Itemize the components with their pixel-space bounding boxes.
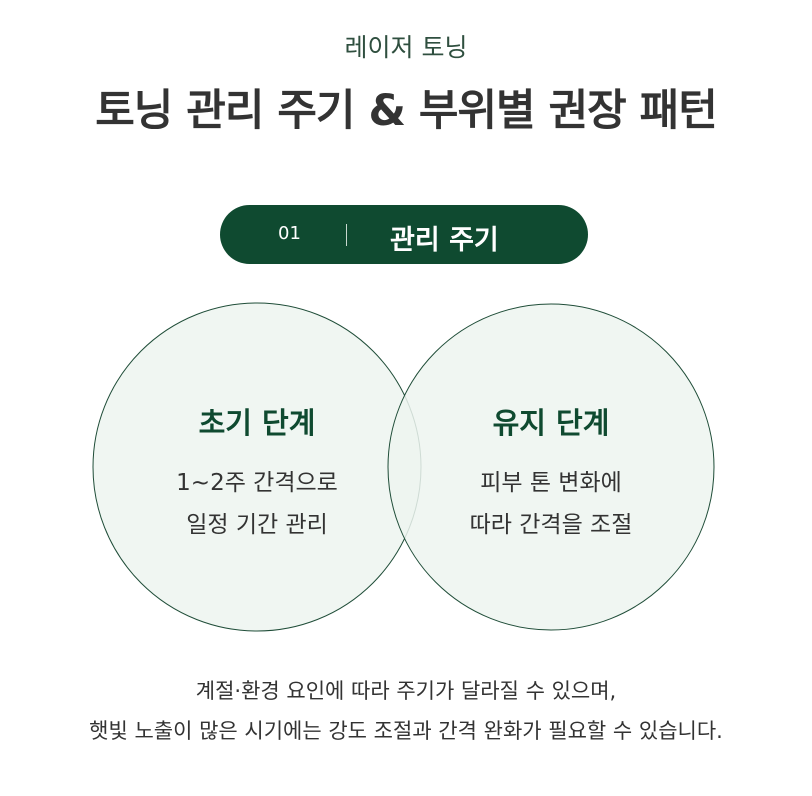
- stage-title: 유지 단계: [492, 406, 610, 440]
- divider: [346, 224, 347, 246]
- stage-desc-line: 피부 톤 변화에: [480, 470, 622, 496]
- section-label: 관리 주기: [390, 225, 499, 256]
- stage-desc-line: 일정 기간 관리: [186, 512, 328, 538]
- page-title: 토닝 관리 주기 & 부위별 권장 패턴: [95, 86, 718, 136]
- stage-maintenance: 유지 단계 피부 톤 변화에 따라 간격을 조절: [401, 400, 701, 546]
- stage-desc-line: 따라 간격을 조절: [469, 512, 633, 538]
- note-line: 햇빛 노출이 많은 시기에는 강도 조절과 간격 완화가 필요할 수 있습니다.: [89, 719, 723, 743]
- page-subtitle: 레이저 토닝: [344, 33, 468, 62]
- note-line: 계절·환경 요인에 따라 주기가 달라질 수 있으며,: [195, 679, 617, 703]
- stage-title: 초기 단계: [198, 406, 316, 440]
- section-number: 01: [278, 223, 301, 244]
- section-badge: 01 관리 주기: [220, 205, 588, 264]
- circle-maintenance-stage: [387, 303, 715, 631]
- stage-desc-line: 1~2주 간격으로: [176, 470, 338, 496]
- stage-initial: 초기 단계 1~2주 간격으로 일정 기간 관리: [107, 400, 407, 546]
